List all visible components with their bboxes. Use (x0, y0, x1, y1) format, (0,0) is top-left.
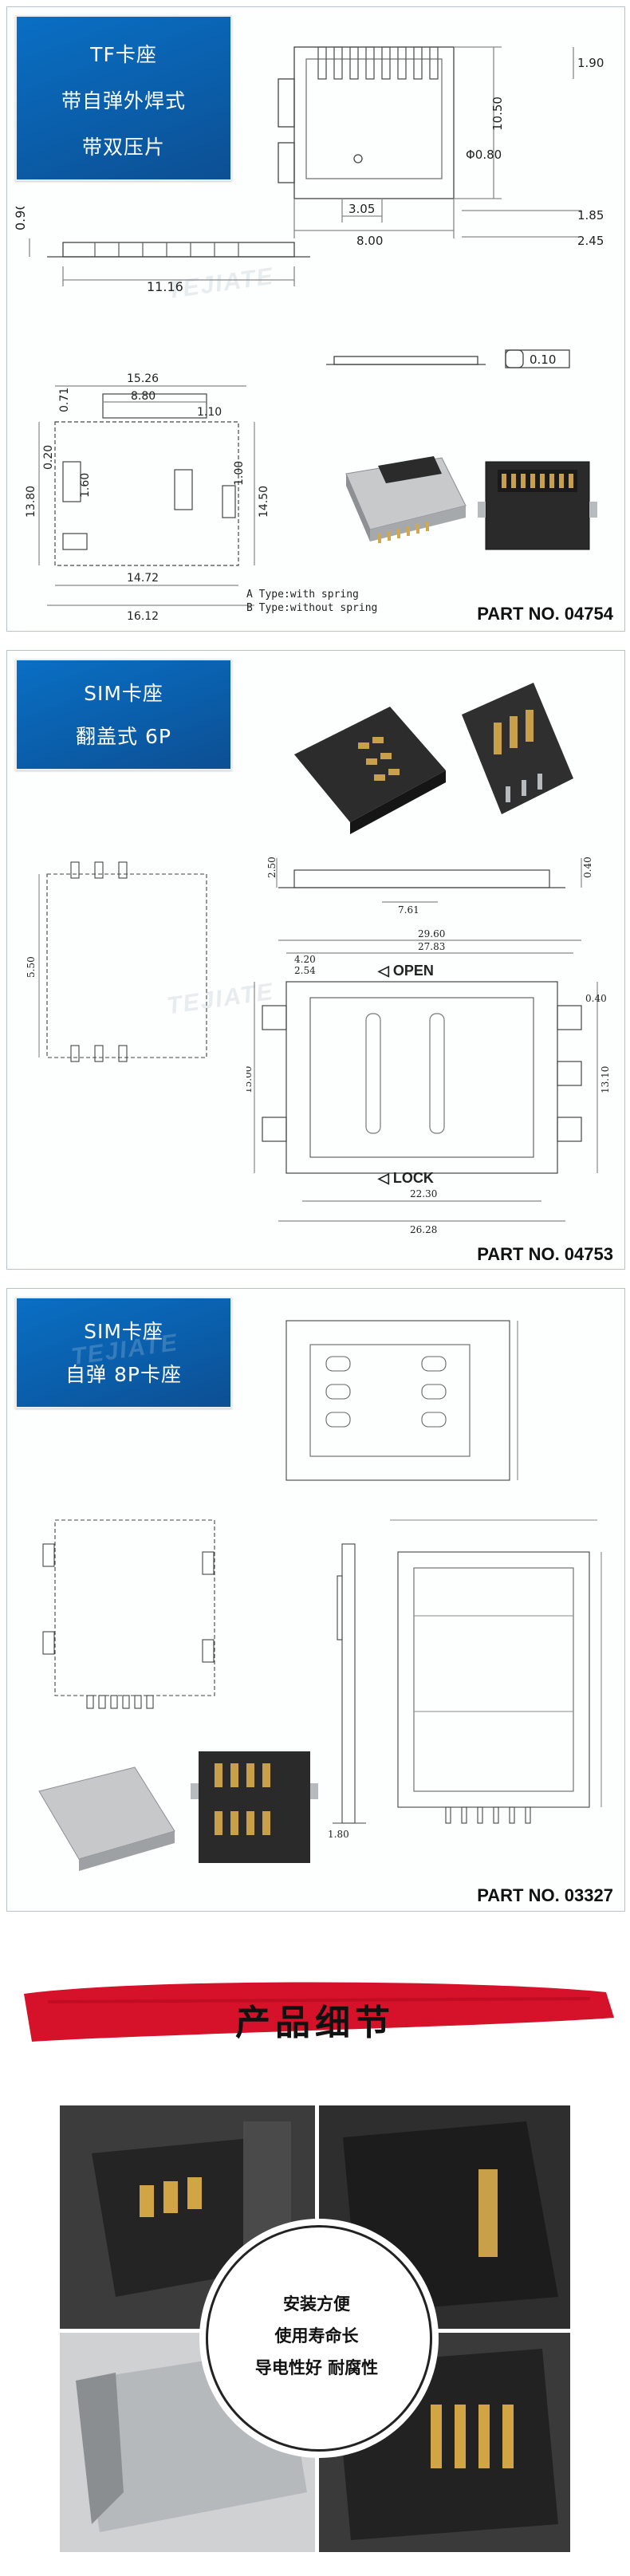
dim-label: 10.50 (490, 97, 505, 131)
title-line: 带自弹外焊式 (61, 89, 186, 112)
dim-label: 1.90 (577, 56, 604, 70)
sim-push-product-photo (38, 1751, 318, 1871)
title-line: 带双压片 (81, 136, 165, 159)
dim-label: 1.60 (79, 473, 92, 498)
lock-label: ◁ LOCK (377, 1170, 434, 1186)
details-title: 产品细节 (235, 2003, 395, 2043)
dim-label: 13.80 (25, 486, 37, 518)
dim-label: 22.30 (410, 1188, 437, 1199)
red-brush-banner (24, 1982, 614, 2042)
dim-label: 2.50 (266, 857, 278, 878)
feature-text: 使用寿命长 (274, 2326, 359, 2346)
dim-label: 0.90 (15, 207, 28, 230)
dim-label: 3.05 (348, 202, 375, 216)
dim-label: 1.00 (233, 461, 246, 486)
title-line: 翻盖式 6P (76, 725, 171, 748)
sim-flip-top-view: 29.60 27.83 22.30 26.28 15.00 13.10 2.54… (246, 928, 611, 1235)
dim-label: 0.10 (530, 353, 556, 367)
part-number: PART NO. 04754 (477, 604, 613, 624)
tf-product-photo-back (478, 461, 597, 550)
title-card-sim-flip: SIM卡座 翻盖式 6P (15, 659, 232, 770)
dim-label: Φ0.80 (466, 148, 502, 162)
section-sim-push: SIM卡座 自弹 8P卡座 1.80 (6, 1288, 625, 1912)
tf-thickness-drawing: 0.10 (326, 349, 570, 368)
dim-label: 26.28 (410, 1224, 437, 1235)
dim-label: 1.10 (197, 406, 222, 419)
legend-line: A Type:with spring (246, 589, 359, 601)
dim-label: 1.85 (577, 208, 604, 223)
part-number: PART NO. 04753 (477, 1244, 613, 1264)
dim-label: 27.83 (418, 941, 445, 952)
tf-top-view-drawing: 1.90 10.50 3.05 8.00 Φ0.80 1.85 2.45 (278, 46, 604, 248)
title-line: SIM卡座 (84, 682, 163, 705)
dim-label: 15.00 (246, 1066, 254, 1093)
dim-label: 2.45 (577, 234, 604, 248)
sim-flip-side-view: 2.50 7.61 0.40 (266, 857, 593, 916)
tf-bottom-drawing: 15.26 8.80 1.10 0.71 13.80 0.20 1.60 1.0… (25, 372, 270, 623)
title-line: TF卡座 (90, 43, 157, 66)
dim-label: 5.50 (26, 956, 37, 978)
dim-label: 13.10 (600, 1066, 611, 1093)
legend-line: B Type:without spring (246, 602, 378, 614)
title-line: SIM卡座 (84, 1320, 163, 1343)
sim-push-side-view: 1.80 (328, 1543, 366, 1840)
sim-push-footprint (42, 1519, 215, 1709)
sim-push-top-drawing (285, 1320, 518, 1481)
dim-label: 0.40 (585, 993, 607, 1004)
tf-product-photo (345, 456, 467, 543)
tf-side-view-drawing: 11.16 0.90 (15, 207, 310, 294)
dim-label: 0.20 (42, 445, 55, 470)
section-tf-card: TF卡座 带自弹外焊式 带双压片 1.90 10.50 (6, 6, 625, 632)
dim-label: 15.26 (127, 372, 159, 385)
open-label: ◁ OPEN (377, 963, 434, 979)
feature-circle (206, 2225, 432, 2452)
dim-label: 16.12 (127, 610, 159, 623)
dim-label: 14.50 (258, 486, 270, 518)
feature-text: 导电性好 耐腐性 (254, 2358, 379, 2377)
dim-label: 14.72 (127, 572, 159, 585)
part-number: PART NO. 03327 (477, 1885, 613, 1905)
spring-type-legend: A Type:with spring B Type:without spring (246, 588, 377, 615)
title-card-tf: TF卡座 带自弹外焊式 带双压片 (15, 15, 232, 181)
dim-label: 11.16 (147, 279, 183, 294)
sim-push-bottom-view (390, 1519, 602, 1824)
dim-label: 7.61 (398, 904, 419, 916)
section-sim-flip: SIM卡座 翻盖式 6P 5.50 2.50 7.61 0.40 (6, 650, 625, 1270)
dim-label: 29.60 (418, 928, 445, 939)
dim-label: 8.00 (356, 234, 383, 248)
title-line: 自弹 8P卡座 (65, 1363, 182, 1386)
sim-flip-product-photo (294, 683, 573, 834)
dim-label: 1.80 (328, 1829, 349, 1840)
dim-label: 0.40 (582, 857, 593, 878)
dim-label: 4.20 (294, 954, 316, 965)
dim-label: 0.71 (58, 388, 71, 412)
feature-text: 安装方便 (283, 2294, 350, 2314)
dim-label: 2.54 (294, 965, 316, 976)
title-card-sim-push: SIM卡座 自弹 8P卡座 (15, 1297, 232, 1408)
sim-flip-footprint: 5.50 (26, 861, 207, 1062)
dim-label: 8.80 (131, 390, 156, 403)
